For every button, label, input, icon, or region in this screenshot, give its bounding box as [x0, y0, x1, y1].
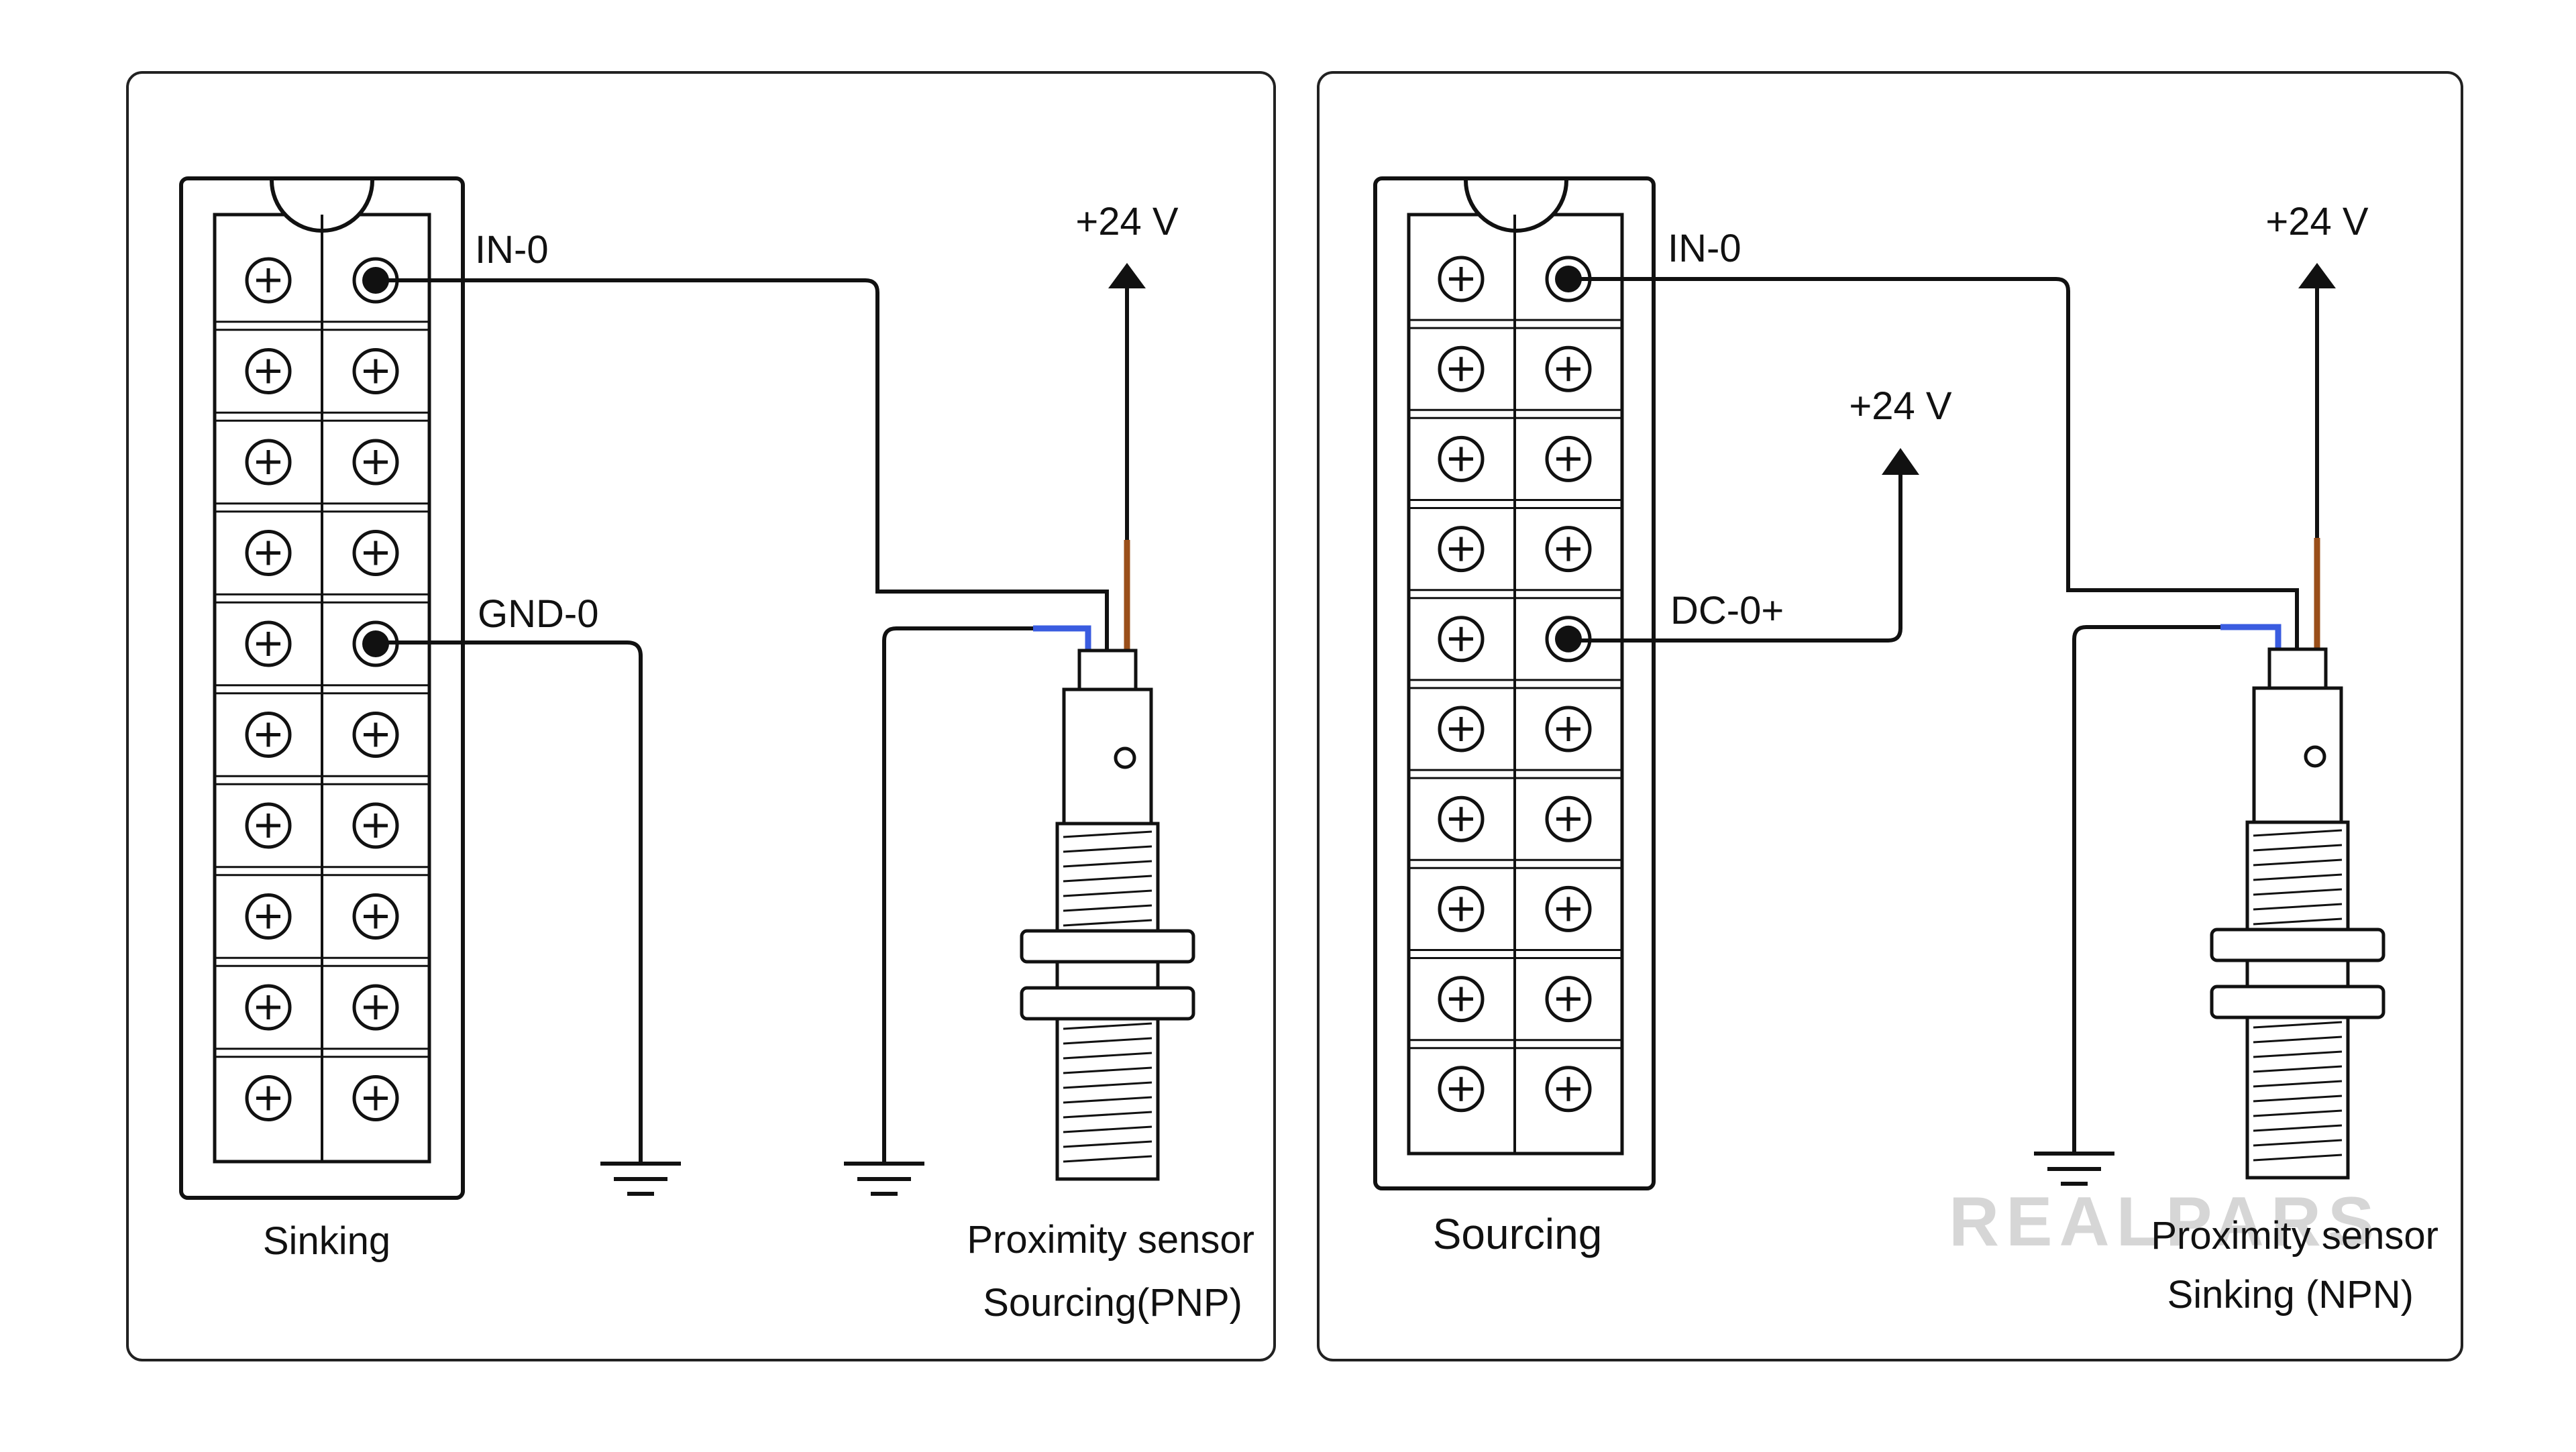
screw-terminal-icon [245, 257, 292, 304]
screw-terminal-icon [1545, 526, 1592, 573]
screw-terminal-icon [1438, 706, 1485, 752]
screw-terminal-icon [245, 712, 292, 758]
screw-terminal-icon [352, 530, 399, 576]
terminal-block [1373, 176, 1656, 1190]
screw-terminal-icon [352, 984, 399, 1031]
screw-terminal-icon [1438, 256, 1485, 302]
screw-terminal-icon [1545, 706, 1592, 752]
terminal-rows [215, 257, 429, 1121]
screw-terminal-icon [1438, 976, 1485, 1023]
screw-terminal-icon [352, 712, 399, 758]
screw-terminal-icon [245, 893, 292, 940]
supply-arrow-icon [2298, 263, 2336, 288]
supply-label: +24 V [1075, 200, 1178, 243]
proximity-sensor-npn-icon [2210, 647, 2385, 1180]
realpars-watermark: REALPARS [1949, 1183, 2381, 1261]
gnd0-common-wire [376, 640, 643, 1164]
screw-terminal-icon [1438, 435, 1485, 482]
sensor-gnd-wire [882, 626, 1033, 1164]
screw-terminal-icon [245, 802, 292, 849]
screw-terminal-icon [1545, 435, 1592, 482]
screw-terminal-icon [1438, 885, 1485, 932]
screw-terminal-icon [352, 1075, 399, 1121]
common-supply-arrow-icon [1882, 448, 1919, 475]
common-supply-label: +24 V [1849, 384, 1951, 428]
ground-symbol-icon [2034, 1152, 2114, 1186]
sensor-label: Proximity sensor [967, 1218, 1254, 1262]
module-type-label: Sourcing [1433, 1210, 1603, 1258]
screw-terminal-icon [1545, 1066, 1592, 1113]
in0-label: IN-0 [475, 228, 549, 272]
terminal-rows [1409, 256, 1622, 1113]
blue-wire [1033, 625, 1091, 651]
gnd0-label: GND-0 [478, 592, 598, 636]
panel-frame [1317, 71, 2463, 1361]
sensor-type-label: Sourcing(PNP) [983, 1281, 1242, 1325]
in0-label: IN-0 [1668, 227, 1741, 270]
screw-terminal-icon [1545, 885, 1592, 932]
dc0-common-wire [1568, 473, 1902, 643]
proximity-sensor-pnp-icon [1020, 649, 1195, 1181]
panel-frame [126, 71, 1276, 1361]
screw-terminal-icon [1438, 345, 1485, 392]
ground-symbol-icon [844, 1162, 924, 1196]
supply-label: +24 V [2265, 200, 2368, 243]
screw-terminal-icon [352, 802, 399, 849]
screw-terminal-icon [1545, 795, 1592, 842]
in0-signal-wire [376, 278, 1109, 651]
screw-terminal-icon [1438, 1066, 1485, 1113]
screw-terminal-icon [245, 439, 292, 486]
sensor-type-label: Sinking (NPN) [2167, 1273, 2414, 1317]
screw-terminal-icon [352, 348, 399, 394]
supply-arrow-icon [1108, 263, 1146, 288]
module-type-label: Sinking [263, 1219, 390, 1263]
screw-terminal-icon [245, 620, 292, 667]
blue-wire [2220, 624, 2282, 649]
terminal-block [179, 176, 465, 1200]
ground-symbol-icon [600, 1162, 681, 1196]
sinking-module-panel: IN-0 GND-0 +24 V Sinking Proximity senso… [126, 71, 1276, 1361]
sensor-supply-wire [2072, 625, 2220, 1154]
screw-terminal-icon [1545, 976, 1592, 1023]
sensor-label: Proximity sensor [2151, 1214, 2438, 1258]
in0-signal-wire [1568, 277, 2299, 649]
screw-terminal-icon [1438, 616, 1485, 663]
sourcing-module-panel: REALPARS IN-0 DC-0+ +24 V +24 V Sourcing… [1317, 71, 2463, 1361]
screw-terminal-icon [245, 984, 292, 1031]
screw-terminal-icon [352, 893, 399, 940]
screw-terminal-icon [1438, 795, 1485, 842]
screw-terminal-icon [1545, 345, 1592, 392]
screw-terminal-icon [245, 348, 292, 394]
screw-terminal-icon [245, 530, 292, 576]
screw-terminal-icon [352, 439, 399, 486]
dc0-label: DC-0+ [1670, 589, 1784, 632]
screw-terminal-icon [245, 1075, 292, 1121]
screw-terminal-icon [1438, 526, 1485, 573]
